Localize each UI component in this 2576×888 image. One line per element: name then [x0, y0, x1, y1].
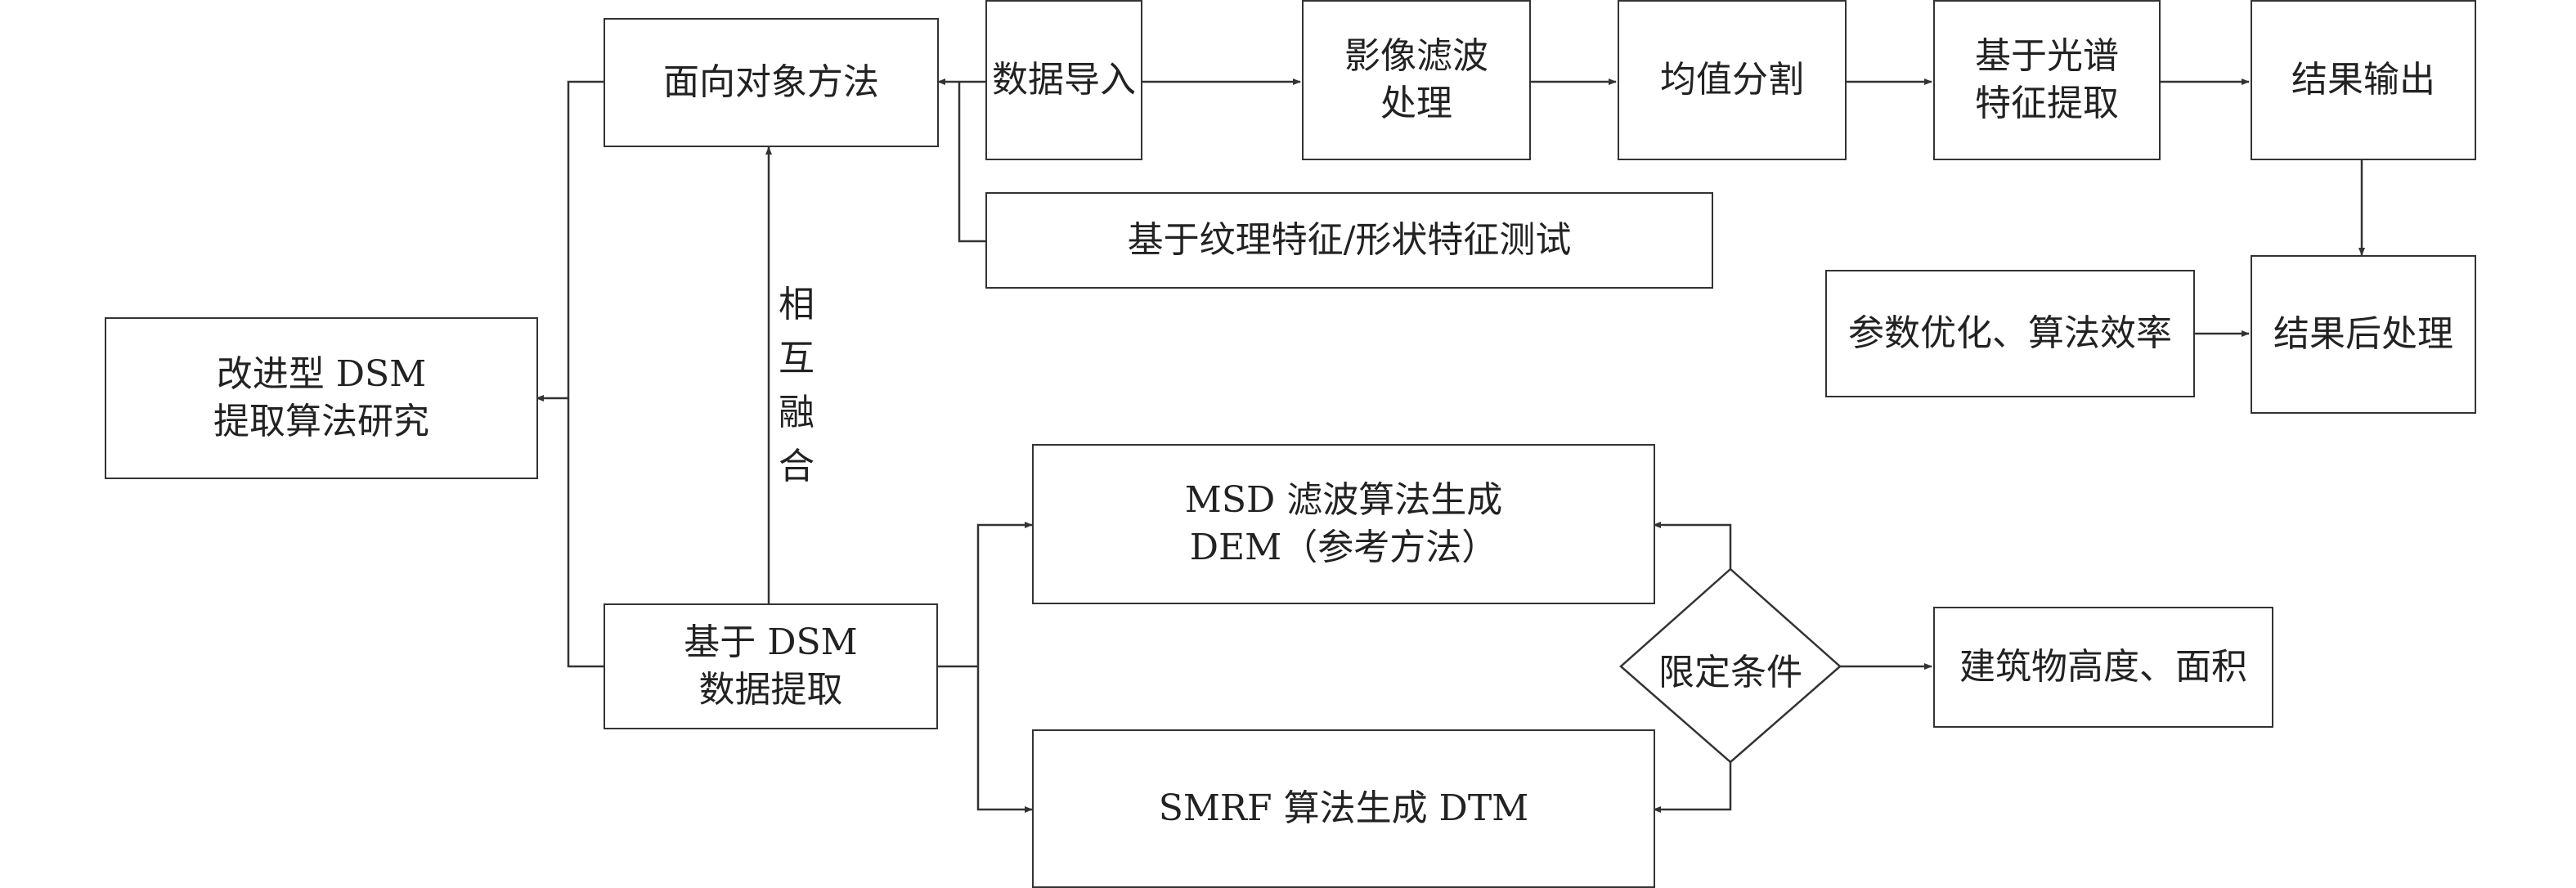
dsm-extract-label: 基于 DSM 数据提取	[684, 621, 858, 711]
condition-label: 限定条件	[1658, 652, 1802, 693]
edge-condition-to-msd	[1653, 522, 1732, 569]
building-label: 建筑物高度、面积	[1959, 646, 2247, 688]
main-box: 改进型 DSM 提取算法研究	[105, 317, 538, 479]
post-process-label: 结果后处理	[2273, 313, 2453, 355]
param-optimize-box: 参数优化、算法效率	[1825, 270, 2195, 397]
edge-branch-to-smrf	[976, 666, 1033, 813]
result-output-label: 结果输出	[2291, 59, 2435, 101]
result-output-box: 结果输出	[2251, 0, 2476, 160]
mean-segment-box: 均值分割	[1618, 0, 1847, 160]
main-label: 改进型 DSM 提取算法研究	[213, 353, 429, 442]
image-filter-label: 影像滤波 处理	[1344, 35, 1488, 124]
post-process-box: 结果后处理	[2251, 255, 2476, 414]
mean-segment-label: 均值分割	[1660, 59, 1804, 101]
smrf-box: SMRF 算法生成 DTM	[1032, 729, 1655, 888]
texture-test-box: 基于纹理特征/形状特征测试	[985, 192, 1713, 289]
spectral-extract-box: 基于光谱 特征提取	[1933, 0, 2161, 160]
fusion-label: 相 互 融 合	[779, 284, 815, 487]
spectral-extract-label: 基于光谱 特征提取	[1975, 35, 2119, 124]
msd-box: MSD 滤波算法生成 DEM（参考方法）	[1032, 444, 1655, 604]
building-box: 建筑物高度、面积	[1933, 607, 2273, 728]
edge-branch-to-msd	[976, 522, 1033, 666]
msd-label: MSD 滤波算法生成 DEM（参考方法）	[1184, 479, 1503, 568]
edge-condition-to-smrf	[1653, 762, 1732, 813]
smrf-label: SMRF 算法生成 DTM	[1158, 787, 1529, 829]
edge-dsm-to-main	[567, 398, 604, 668]
object-method-label: 面向对象方法	[663, 61, 879, 103]
image-filter-box: 影像滤波 处理	[1302, 0, 1531, 160]
edge-texture-to-object	[958, 82, 985, 243]
decision-diamond	[1619, 567, 1842, 764]
dsm-extract-box: 基于 DSM 数据提取	[604, 603, 938, 729]
data-import-label: 数据导入	[992, 59, 1136, 101]
data-import-box: 数据导入	[985, 0, 1142, 160]
object-method-box: 面向对象方法	[604, 18, 939, 147]
edge-object-to-main	[536, 80, 604, 401]
texture-test-label: 基于纹理特征/形状特征测试	[1127, 219, 1572, 261]
param-optimize-label: 参数优化、算法效率	[1848, 312, 2172, 354]
